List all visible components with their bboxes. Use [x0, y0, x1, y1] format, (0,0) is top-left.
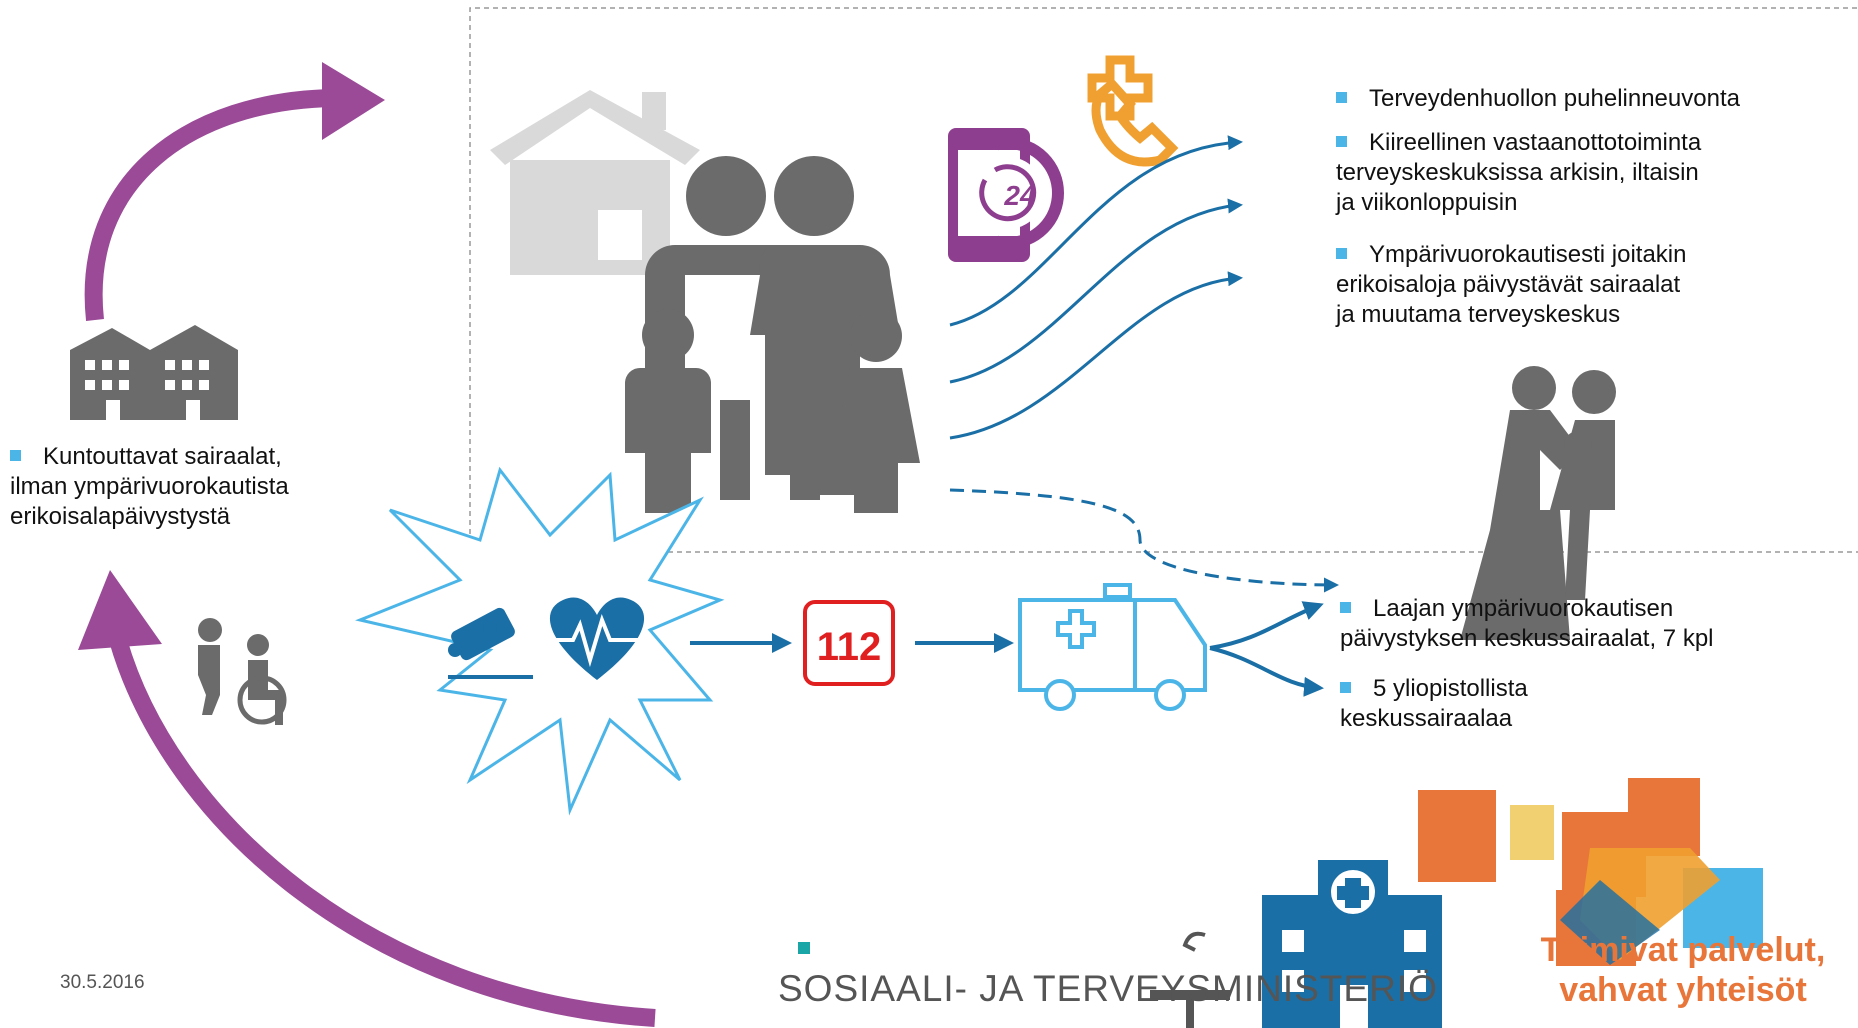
primary-care-item-2: Kiireellinen vastaanottotoiminta terveys… — [1336, 129, 1702, 216]
slogan: Toimivat palvelut, vahvat yhteisöt — [1540, 931, 1826, 1009]
ministry-brand-text: SOSIAALI- JA TERVEYSMINISTERIÖ — [778, 968, 1438, 1009]
hospital-buildings-icon — [1262, 778, 1763, 1028]
rehab-hospitals-text: Kuntouttavat sairaalat, ilman ympärivuor… — [10, 443, 289, 530]
wheelchair-icon — [198, 618, 287, 725]
phone-24h-icon: 24 — [948, 128, 1064, 262]
cycle-arrow-up — [84, 89, 336, 321]
ambulance-icon — [1018, 583, 1207, 711]
heart-pulse-icon — [549, 597, 645, 680]
health-phone-icon — [1087, 55, 1179, 167]
family-icon — [625, 156, 920, 513]
house-icon — [490, 90, 700, 275]
primary-care-arrows — [949, 135, 1339, 593]
town-houses-icon — [70, 325, 238, 420]
cycle-arrow-back-head — [78, 570, 162, 650]
home-care-frame — [469, 7, 1858, 553]
emergency-number-box — [803, 600, 895, 686]
footer-date: 30.5.2016 — [60, 972, 145, 993]
car-accident-icon — [448, 607, 533, 679]
ministry-emblem — [798, 931, 1230, 1028]
doctor-child-icon — [1460, 366, 1616, 640]
cycle-arrow-up-head — [322, 62, 385, 140]
primary-care-item-3: Ympärivuorokautisesti joitakin erikoisal… — [1336, 241, 1687, 328]
cycle-arrow-back — [109, 637, 656, 1027]
central-hospitals-text: Laajan ympärivuorokautisen päivystyksen … — [1340, 595, 1714, 652]
clock-badge-text: 24 — [1003, 180, 1036, 211]
emergency-starburst — [354, 466, 725, 816]
primary-care-item-1: Terveydenhuollon puhelinneuvonta — [1336, 84, 1740, 114]
emergency-number: 112 — [817, 625, 882, 669]
university-hospitals-text: 5 yliopistollista keskussairaalaa — [1340, 675, 1528, 732]
emergency-arrows — [690, 601, 1324, 697]
